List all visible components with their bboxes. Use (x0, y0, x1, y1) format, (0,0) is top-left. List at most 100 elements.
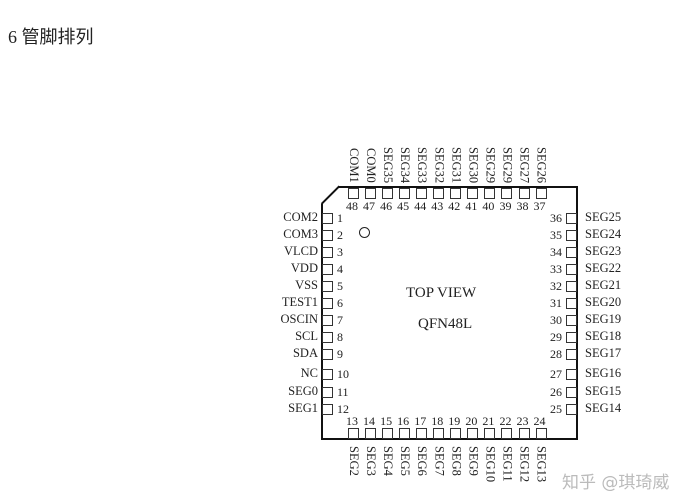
pin-number: 47 (363, 199, 376, 213)
pin-pad (433, 428, 445, 439)
pin-pad (322, 349, 333, 361)
pin-name: SEG11 (500, 446, 515, 482)
pin-number: 33 (550, 262, 562, 277)
pin-pad (535, 188, 547, 199)
pin-number: 34 (550, 245, 562, 260)
pin-number: 25 (550, 401, 562, 416)
section-title: 6 管脚排列 (8, 27, 94, 47)
pin-pad (382, 428, 394, 439)
pin-number: 19 (448, 414, 461, 428)
pin-name: TEST1 (281, 295, 318, 310)
pin-pad (433, 188, 445, 199)
pin-number: 21 (482, 414, 495, 428)
pin-number: 14 (363, 414, 376, 428)
pin-number: 11 (337, 384, 349, 399)
pin-number: 4 (337, 262, 343, 277)
pin-pad (518, 188, 530, 199)
pin-name: SEG5 (398, 446, 413, 476)
pin-pad (566, 213, 577, 224)
pin-pad (566, 247, 577, 259)
pin-number: 8 (337, 330, 343, 345)
pin-pad (566, 281, 577, 293)
top-view-label: TOP VIEW (406, 285, 477, 301)
pin-name: SEG32 (432, 146, 447, 183)
pin-number: 40 (482, 199, 495, 213)
pin-pad (467, 428, 479, 439)
pin-number: 6 (337, 296, 343, 311)
pin-name: SEG33 (415, 146, 430, 183)
pin-pad (450, 428, 462, 439)
pin-pad (348, 428, 359, 439)
pin-pad (416, 188, 428, 199)
pin-pad (518, 428, 530, 439)
pin-pad (322, 281, 333, 293)
pin-number: 43 (431, 199, 444, 213)
pin-number: 24 (533, 414, 546, 428)
pin-pad (566, 386, 577, 398)
pin-name: SEG15 (585, 383, 622, 398)
pin-pad (322, 403, 333, 415)
pin-number: 31 (550, 296, 562, 311)
pin-name: SEG30 (466, 146, 481, 183)
pin-name: SEG34 (398, 146, 413, 183)
pin-name: COM2 (283, 210, 318, 224)
pin-pad (535, 428, 547, 439)
pin-number: 48 (346, 199, 358, 213)
pin-name: VSS (295, 278, 318, 293)
pin-number: 27 (550, 367, 562, 382)
pin-number: 10 (337, 367, 349, 382)
pin-number: 2 (337, 228, 343, 243)
pin-number: 23 (516, 414, 529, 428)
pin-number: 7 (337, 313, 343, 328)
pin-name: SEG22 (585, 261, 622, 276)
pin-name: SEG0 (288, 383, 318, 398)
pin-pad (416, 428, 428, 439)
pin-pad (322, 230, 333, 242)
pin-name: SEG24 (585, 227, 622, 242)
pin-name: SEG16 (585, 366, 622, 381)
pin-name: SEG9 (466, 446, 481, 476)
pin-number: 5 (337, 279, 343, 294)
pin-name: SEG18 (585, 329, 622, 344)
pin-pad (322, 247, 333, 259)
pin-pad (322, 369, 333, 381)
pin-name: SEG27 (517, 146, 532, 183)
pin-pad (566, 369, 577, 381)
pin-number: 35 (550, 228, 562, 243)
pin-pad (450, 188, 462, 199)
pin-number: 37 (533, 199, 546, 213)
pin-name: SEG6 (415, 446, 430, 476)
pin-pad (399, 188, 411, 199)
pin-pad (566, 349, 577, 361)
pin-name: SEG4 (381, 446, 396, 476)
pin-name: SEG19 (585, 312, 622, 327)
pin-pad (322, 315, 333, 327)
pin-number: 46 (380, 199, 393, 213)
pin-number: 32 (550, 279, 562, 294)
pin-number: 12 (337, 401, 349, 416)
pin-name: SEG35 (381, 146, 396, 183)
pin-name: VLCD (283, 244, 318, 259)
pin-name: SEG12 (517, 446, 532, 483)
pin-number: 42 (448, 199, 461, 213)
pin-name: SEG17 (585, 346, 622, 361)
pin-name: COM0 (364, 148, 379, 183)
pin-pad (566, 298, 577, 310)
pin-number: 20 (465, 414, 478, 428)
pin-name: SEG21 (585, 278, 622, 293)
pin-name: SEG10 (483, 446, 498, 483)
pin-name: SEG1 (288, 400, 318, 415)
pin-pad (566, 264, 577, 276)
pin-number: 15 (380, 414, 393, 428)
pin-name: SEG7 (432, 446, 447, 476)
pin-pad (484, 188, 496, 199)
pin-name: SEG2 (347, 446, 361, 476)
pin-number: 3 (337, 245, 343, 260)
pin-name: SEG13 (534, 446, 549, 483)
pin-pad (365, 428, 377, 439)
pin-number: 30 (550, 313, 562, 328)
pin-name: OSCIN (280, 312, 318, 327)
pin-name: SEG23 (585, 244, 622, 259)
pin-number: 18 (431, 414, 444, 428)
